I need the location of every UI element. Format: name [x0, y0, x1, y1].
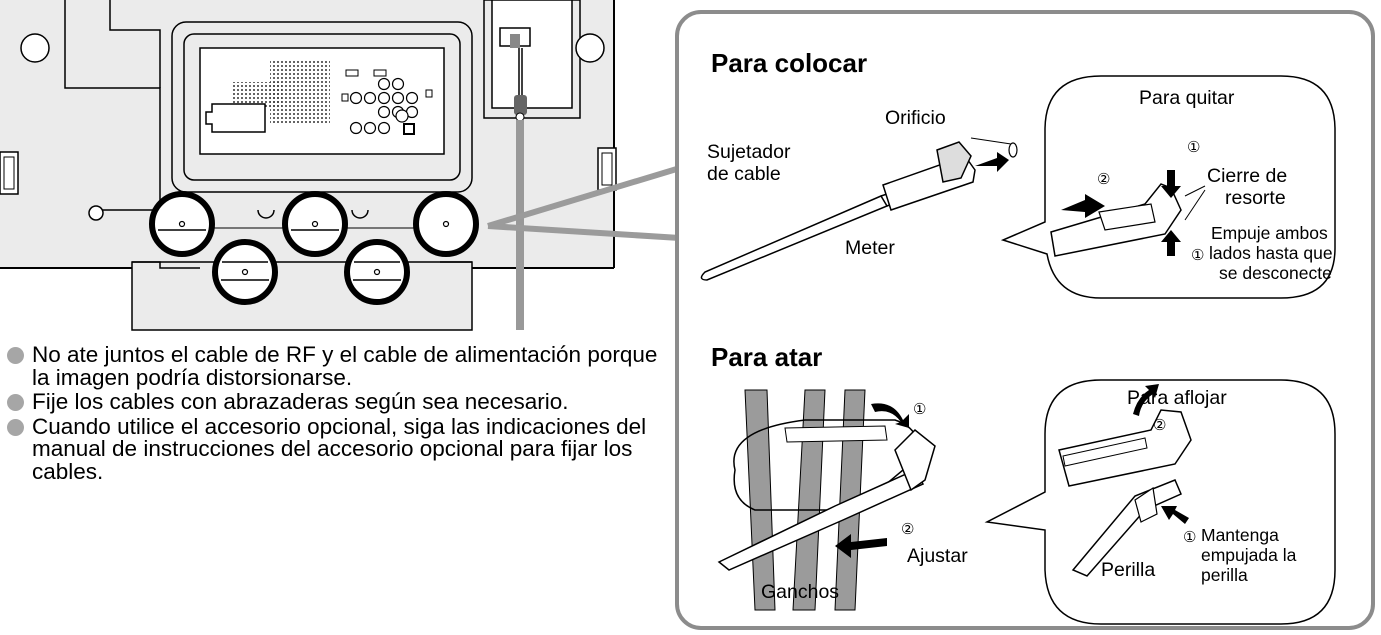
label-empuje-1: Empuje ambos: [1211, 223, 1328, 243]
note-item: Cuando utilice el accesorio opcional, si…: [6, 415, 666, 484]
label-empuje-2: lados hasta que: [1209, 243, 1333, 263]
notes-list: No ate juntos el cable de RF y el cable …: [6, 343, 666, 485]
label-ajustar: Ajustar: [907, 545, 968, 567]
atar-step-1-marker: ①: [913, 401, 927, 418]
label-perilla: Perilla: [1101, 559, 1156, 581]
atar-step-2-marker: ②: [901, 521, 915, 538]
label-cierre-2: resorte: [1225, 187, 1286, 209]
label-mantenga-2: empujada la: [1201, 545, 1297, 565]
label-ganchos: Ganchos: [761, 581, 840, 603]
bullet-icon: [7, 394, 24, 411]
label-mantenga-1: Mantenga: [1201, 525, 1279, 545]
bullet-icon: [7, 347, 24, 364]
step-1b-marker: ①: [1191, 247, 1205, 264]
note-item: Fije los cables con abrazaderas según se…: [6, 390, 666, 414]
aflojar-step-2-marker: ②: [1153, 417, 1167, 434]
para-colocar-title: Para colocar: [711, 48, 868, 78]
label-mantenga-3: perilla: [1201, 565, 1248, 585]
instruction-panel: Para colocar Orificio Sujetador de cable…: [675, 10, 1375, 630]
label-orificio: Orificio: [885, 107, 946, 129]
para-quitar-title: Para quitar: [1139, 87, 1235, 109]
aflojar-step-1-marker: ①: [1183, 529, 1197, 546]
step-2-marker: ②: [1097, 171, 1111, 188]
label-sujetador-1: Sujetador: [707, 141, 791, 163]
step-1-marker: ①: [1187, 139, 1201, 156]
label-sujetador-2: de cable: [707, 163, 781, 185]
bullet-icon: [7, 418, 24, 436]
para-atar-title: Para atar: [711, 342, 823, 372]
tv-rear-illustration: [0, 0, 680, 331]
label-meter: Meter: [845, 237, 895, 259]
label-cierre-1: Cierre de: [1207, 165, 1288, 187]
label-empuje-3: se desconecte: [1219, 263, 1332, 283]
panel-illustrations: [700, 75, 1336, 625]
note-item: No ate juntos el cable de RF y el cable …: [6, 343, 666, 389]
para-aflojar-title: Para aflojar: [1127, 387, 1227, 409]
